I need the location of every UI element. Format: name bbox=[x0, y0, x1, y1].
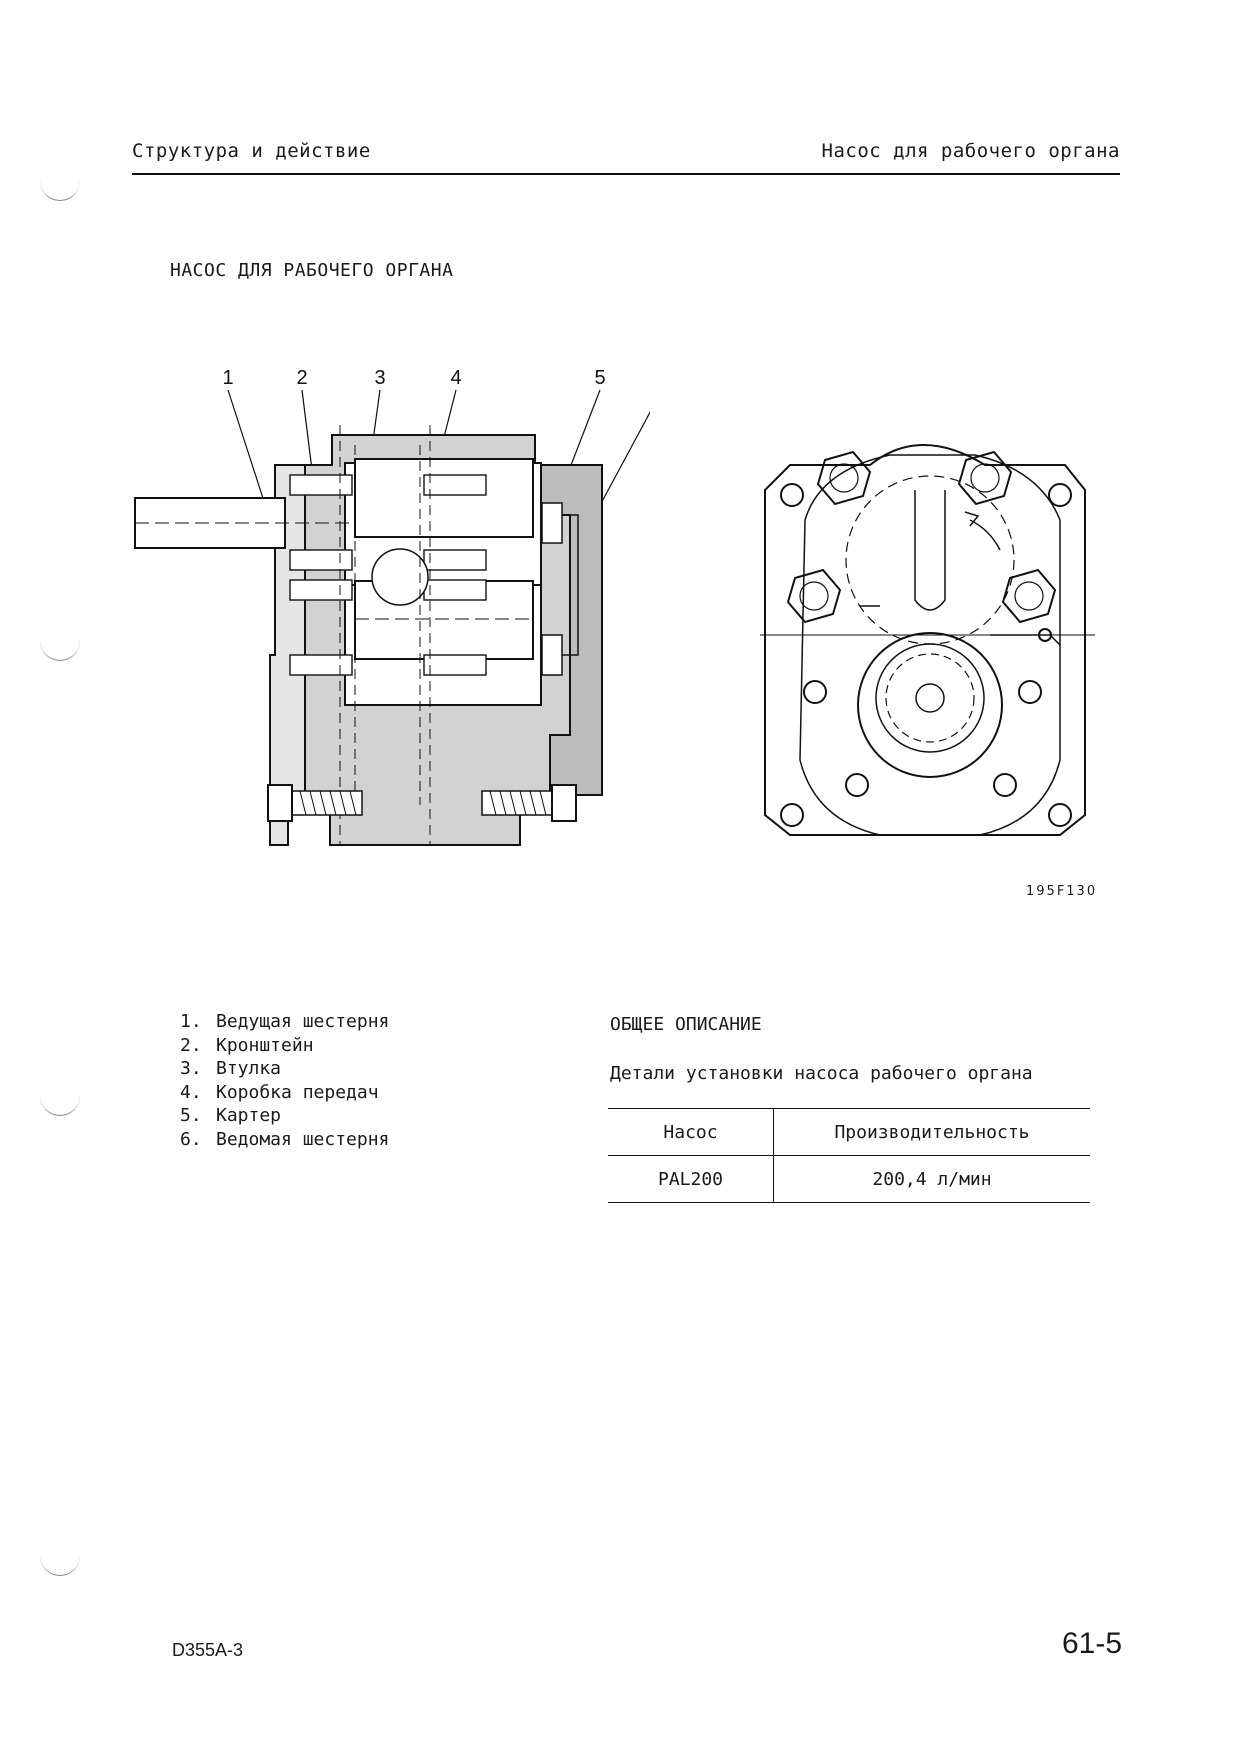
table-header-capacity: Производительность bbox=[773, 1108, 1090, 1156]
header-right: Насос для рабочего органа bbox=[821, 140, 1120, 162]
binder-hole-mark bbox=[40, 180, 80, 201]
parts-list: 1.Ведущая шестерня 2.Кронштейн 3.Втулка … bbox=[180, 1010, 389, 1151]
list-item: 1.Ведущая шестерня bbox=[180, 1011, 390, 1032]
list-item: 3.Втулка bbox=[180, 1058, 282, 1079]
callout-3: 3 bbox=[374, 367, 385, 389]
pump-section-drawing: 1 2 3 4 5 6 bbox=[134, 367, 650, 846]
description-text: Детали установки насоса рабочего органа bbox=[610, 1063, 1033, 1084]
description-title: ОБЩЕЕ ОПИСАНИЕ bbox=[610, 1014, 762, 1035]
list-item: 4.Коробка передач bbox=[180, 1081, 379, 1103]
pump-spec-table: Насос Производительность PAL200 200,4 л/… bbox=[608, 1108, 1090, 1203]
header-left: Структура и действие bbox=[132, 140, 371, 162]
table-cell-pump: PAL200 bbox=[608, 1155, 774, 1203]
callout-2: 2 bbox=[296, 367, 307, 389]
footer-model: D355A-3 bbox=[172, 1640, 244, 1660]
table-row: PAL200 200,4 л/мин bbox=[608, 1155, 1090, 1203]
binder-hole-mark bbox=[40, 1555, 80, 1576]
figure-code: 195F130 bbox=[1026, 884, 1098, 899]
list-item: 6.Ведомая шестерня bbox=[180, 1128, 390, 1150]
section-title: НАСОС ДЛЯ РАБОЧЕГО ОРГАНА bbox=[170, 260, 454, 281]
binder-hole-mark bbox=[40, 1095, 80, 1116]
table-header-pump: Насос bbox=[608, 1108, 774, 1156]
list-item: 2.Кронштейн bbox=[180, 1034, 314, 1056]
callout-1: 1 bbox=[222, 367, 233, 389]
callout-5: 5 bbox=[594, 367, 605, 389]
pump-end-view-drawing bbox=[760, 444, 1095, 836]
table-header-row: Насос Производительность bbox=[608, 1108, 1090, 1156]
table-cell-capacity: 200,4 л/мин bbox=[773, 1155, 1090, 1203]
page-number: 61-5 bbox=[1061, 1627, 1122, 1660]
binder-hole-mark bbox=[40, 640, 80, 661]
list-item: 5.Картер bbox=[180, 1105, 282, 1126]
header-rule bbox=[132, 173, 1120, 175]
callout-4: 4 bbox=[450, 367, 461, 389]
